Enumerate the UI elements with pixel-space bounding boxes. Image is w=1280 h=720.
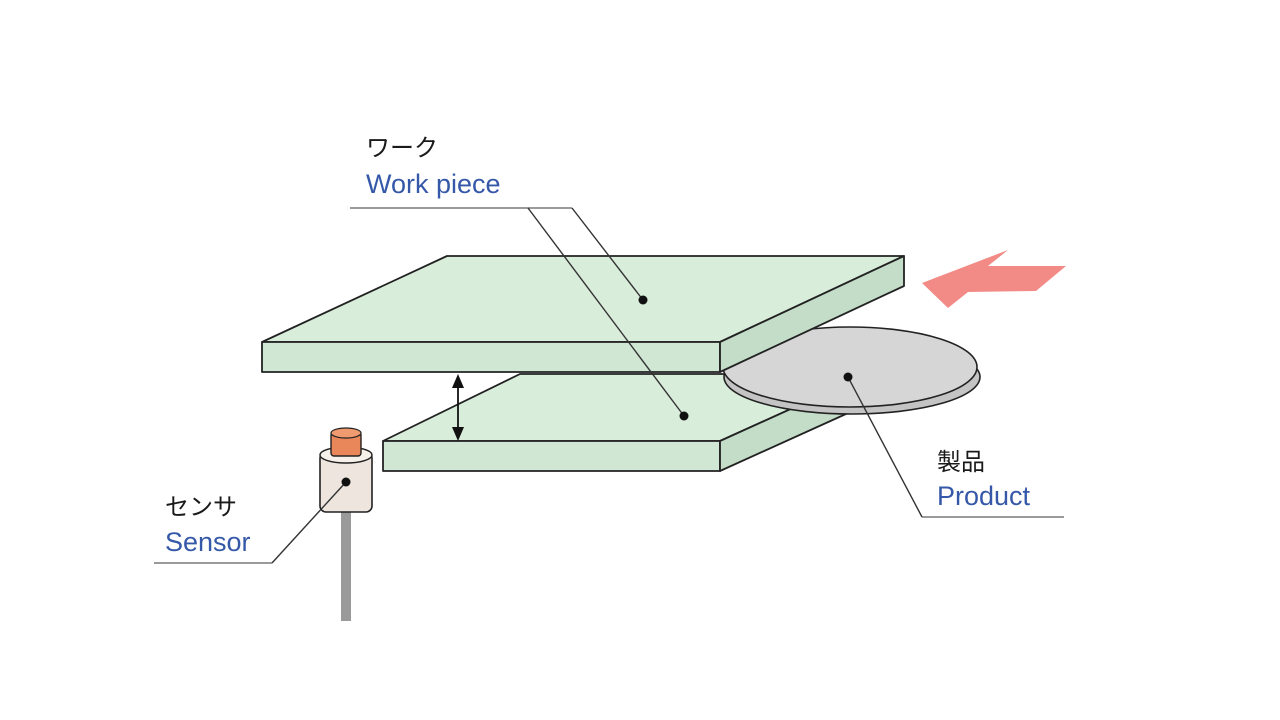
product-callout: 製品 Product <box>843 372 1064 518</box>
sensor-dot <box>341 477 351 487</box>
workpiece-callout: ワーク Work piece <box>350 134 689 421</box>
upper-plate-side <box>719 255 905 373</box>
gap-double-arrow-icon <box>452 374 464 441</box>
sensor-callout: センサ Sensor <box>154 477 351 564</box>
workpiece-label-en: Work piece <box>366 169 501 199</box>
product-disc <box>722 326 981 415</box>
workpiece-leader-upper <box>571 207 644 301</box>
workpiece-label-jp: ワーク <box>366 134 438 162</box>
upper-plate-front <box>261 341 721 373</box>
sensor-label-en: Sensor <box>165 527 251 557</box>
product-leader <box>847 376 923 518</box>
product-dot <box>843 372 853 382</box>
workpiece-upper-dot <box>638 295 648 305</box>
workpiece-lower-dot <box>679 411 689 421</box>
product-label-jp: 製品 <box>937 448 985 476</box>
product-label-en: Product <box>937 481 1031 511</box>
sensor-device <box>319 427 373 621</box>
sensor-cap-top <box>330 427 362 439</box>
sensor-rod <box>341 508 351 621</box>
sensor-leader <box>271 481 347 564</box>
upper-workpiece-plate <box>261 255 905 373</box>
sensor-label-jp: センサ <box>165 493 237 521</box>
workpiece-leader-lower <box>527 207 685 417</box>
lower-plate-front <box>382 440 721 472</box>
feed-direction-arrow-icon <box>922 250 1066 308</box>
